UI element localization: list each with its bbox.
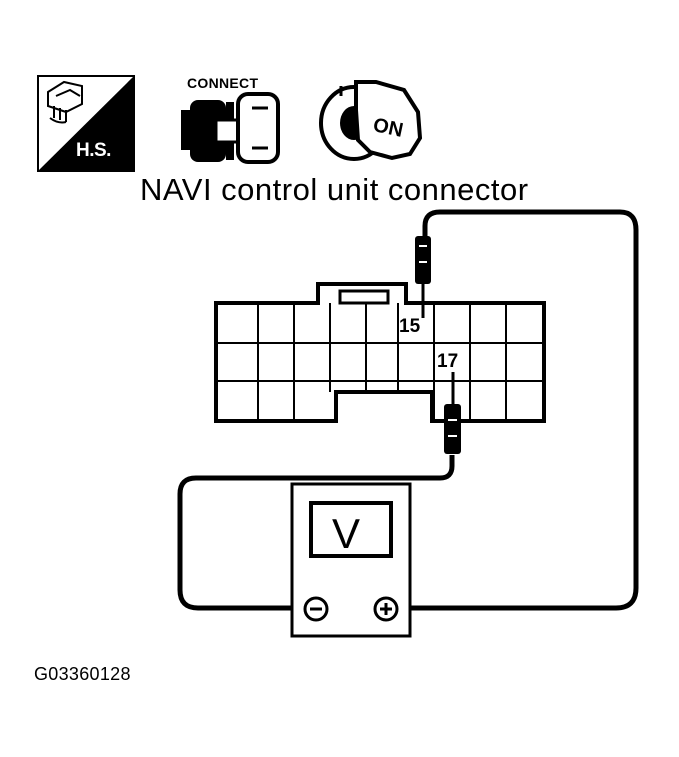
pin-17-label: 17 bbox=[437, 351, 459, 372]
harness-service-label: H.S. bbox=[76, 140, 111, 161]
probe-pin-15 bbox=[415, 236, 431, 318]
connector-connect-icon bbox=[181, 92, 280, 164]
harness-service-icon bbox=[37, 75, 135, 172]
minus-terminal-icon bbox=[303, 596, 329, 622]
diagram-title: NAVI control unit connector bbox=[140, 172, 529, 207]
voltmeter-label: V bbox=[332, 510, 361, 557]
probe-pin-17 bbox=[444, 372, 461, 454]
figure-code: G03360128 bbox=[34, 664, 131, 684]
ignition-key-on-icon bbox=[319, 80, 423, 161]
plus-terminal-icon bbox=[373, 596, 399, 622]
test-lead-wires bbox=[177, 209, 639, 611]
connector-body bbox=[214, 282, 546, 423]
pin-15-label: 15 bbox=[399, 316, 421, 337]
voltmeter bbox=[290, 482, 412, 638]
connect-label: CONNECT bbox=[187, 75, 259, 91]
